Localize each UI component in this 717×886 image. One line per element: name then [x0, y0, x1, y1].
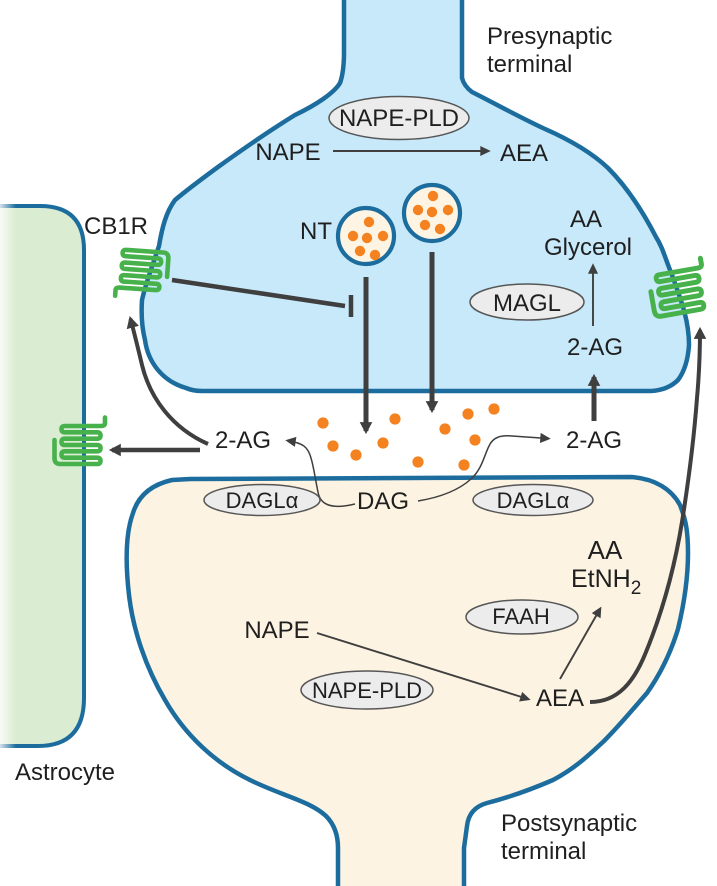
svg-text:DAGLα: DAGLα [497, 488, 570, 513]
svg-text:2-AG: 2-AG [567, 334, 623, 361]
svg-text:DAG: DAG [357, 488, 409, 515]
svg-text:Postsynaptic: Postsynaptic [501, 810, 637, 837]
svg-text:AA: AA [588, 535, 623, 565]
svg-text:FAAH: FAAH [492, 604, 549, 629]
svg-text:Presynaptic: Presynaptic [487, 23, 612, 50]
svg-text:NAPE-PLD: NAPE-PLD [312, 678, 422, 703]
svg-text:terminal: terminal [487, 51, 572, 78]
svg-text:AA: AA [570, 206, 602, 233]
svg-text:MAGL: MAGL [493, 290, 561, 317]
svg-text:Glycerol: Glycerol [544, 234, 632, 261]
svg-text:DAGLα: DAGLα [226, 488, 299, 513]
svg-text:Astrocyte: Astrocyte [15, 759, 115, 786]
svg-text:2-AG: 2-AG [566, 427, 622, 454]
svg-text:2-AG: 2-AG [215, 427, 271, 454]
svg-text:CB1R: CB1R [84, 213, 148, 240]
svg-text:NAPE: NAPE [244, 617, 309, 644]
svg-text:AEA: AEA [500, 140, 548, 167]
svg-text:AEA: AEA [536, 685, 584, 712]
svg-text:terminal: terminal [501, 838, 586, 865]
svg-text:NAPE: NAPE [255, 139, 320, 166]
svg-text:NT: NT [300, 218, 332, 245]
svg-text:NAPE-PLD: NAPE-PLD [339, 105, 459, 132]
